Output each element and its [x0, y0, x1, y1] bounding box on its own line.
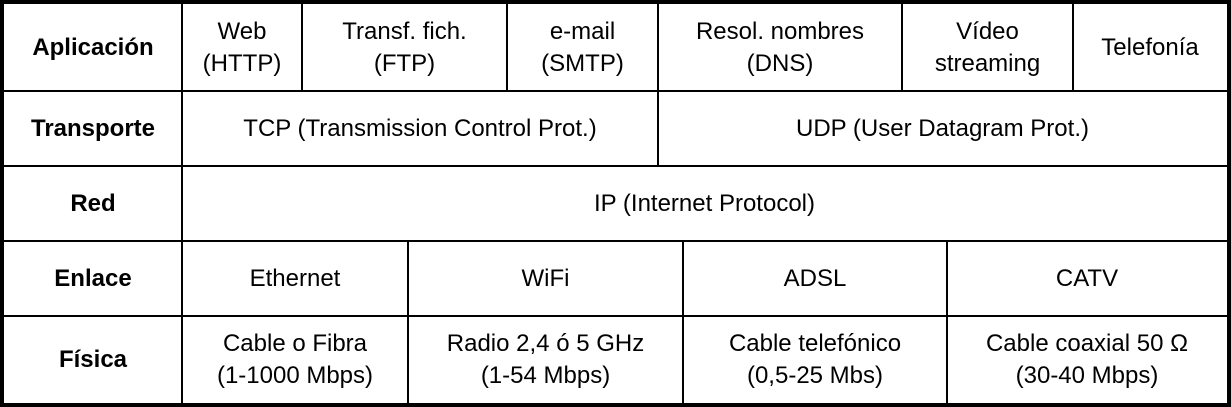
cell-divider-fisica	[682, 316, 684, 403]
protocol-cell-line: Resol. nombres	[695, 17, 865, 45]
layer-name-fisica: Física	[58, 345, 128, 373]
table-border-bottom	[0, 403, 1231, 407]
protocol-cell-line: streaming	[934, 49, 1041, 77]
protocol-cell-aplicacion: Vídeo streaming	[902, 4, 1073, 91]
protocol-cell-line: CATV	[1055, 264, 1119, 292]
protocol-cell-aplicacion: Telefonía	[1073, 4, 1227, 91]
row-divider-transporte	[4, 90, 1227, 92]
protocol-cell-enlace: Ethernet	[182, 241, 408, 316]
row-divider-red	[4, 165, 1227, 167]
layer-name-enlace: Enlace	[54, 264, 132, 292]
name-column-divider-fisica	[181, 316, 183, 403]
cell-divider-enlace	[946, 241, 948, 316]
row-divider-enlace	[4, 240, 1227, 242]
protocol-cell-fisica: Radio 2,4 ó 5 GHz (1-54 Mbps)	[408, 316, 683, 403]
layer-name-red: Red	[70, 189, 116, 217]
name-column-divider-transporte	[181, 91, 183, 166]
protocol-cell-line: IP (Internet Protocol)	[594, 189, 815, 217]
protocol-cell-line: Transf. fich.	[342, 17, 467, 45]
layer-name-aplicacion: Aplicación	[32, 33, 154, 61]
protocol-cell-line: ADSL	[783, 264, 847, 292]
protocol-cell-line: Ethernet	[249, 264, 341, 292]
cell-divider-enlace	[407, 241, 409, 316]
protocol-cell-line: (FTP)	[373, 49, 436, 77]
name-column-divider-aplicacion	[181, 4, 183, 91]
protocol-cell-line: (DNS)	[746, 49, 814, 77]
protocol-cell-line: Web	[217, 17, 267, 45]
protocol-cell-fisica: Cable telefónico (0,5-25 Mbs)	[683, 316, 947, 403]
protocol-cell-line: (1-1000 Mbps)	[216, 361, 374, 389]
protocol-cell-line: (1-54 Mbps)	[480, 361, 611, 389]
cell-divider-fisica	[946, 316, 948, 403]
protocol-cell-line: e-mail	[549, 17, 616, 45]
cell-divider-aplicacion	[506, 4, 508, 91]
protocol-cell-red: IP (Internet Protocol)	[182, 166, 1227, 241]
cell-divider-aplicacion	[301, 4, 303, 91]
table-border-left	[0, 0, 4, 407]
protocol-cell-transporte: UDP (User Datagram Prot.)	[658, 91, 1227, 166]
protocol-cell-enlace: ADSL	[683, 241, 947, 316]
cell-divider-transporte	[657, 91, 659, 166]
protocol-cell-fisica: Cable o Fibra (1-1000 Mbps)	[182, 316, 408, 403]
protocol-cell-line: (0,5-25 Mbs)	[746, 361, 884, 389]
protocol-cell-line: WiFi	[521, 264, 570, 292]
name-column-divider-enlace	[181, 241, 183, 316]
protocol-cell-fisica: Cable coaxial 50 Ω (30-40 Mbps)	[947, 316, 1227, 403]
cell-divider-aplicacion	[1072, 4, 1074, 91]
protocol-cell-line: (HTTP)	[202, 49, 282, 77]
table-border-top	[0, 0, 1231, 4]
protocol-cell-aplicacion: Transf. fich. (FTP)	[302, 4, 507, 91]
protocol-cell-enlace: CATV	[947, 241, 1227, 316]
protocol-cell-line: (SMTP)	[541, 49, 624, 77]
protocol-cell-line: TCP (Transmission Control Prot.)	[243, 114, 597, 142]
protocol-cell-line: Cable o Fibra	[222, 329, 368, 357]
protocol-cell-line: Radio 2,4 ó 5 GHz	[446, 329, 645, 357]
protocol-cell-line: (30-40 Mbps)	[1015, 361, 1159, 389]
name-column-divider-red	[181, 166, 183, 241]
protocol-cell-line: Cable coaxial 50 Ω	[985, 329, 1189, 357]
protocol-cell-enlace: WiFi	[408, 241, 683, 316]
protocol-cell-aplicacion: Resol. nombres (DNS)	[658, 4, 902, 91]
protocol-cell-aplicacion: Web (HTTP)	[182, 4, 302, 91]
cell-divider-enlace	[682, 241, 684, 316]
protocol-cell-aplicacion: e-mail (SMTP)	[507, 4, 658, 91]
cell-divider-aplicacion	[657, 4, 659, 91]
protocol-cell-line: Cable telefónico	[728, 329, 902, 357]
protocol-cell-line: UDP (User Datagram Prot.)	[796, 114, 1089, 142]
protocol-cell-transporte: TCP (Transmission Control Prot.)	[182, 91, 658, 166]
protocol-cell-line: Telefonía	[1101, 33, 1199, 61]
table-border-right	[1227, 0, 1231, 407]
layer-name-transporte: Transporte	[30, 114, 156, 142]
cell-divider-fisica	[407, 316, 409, 403]
row-divider-fisica	[4, 315, 1227, 317]
protocol-cell-line: Vídeo	[956, 17, 1019, 45]
cell-divider-aplicacion	[901, 4, 903, 91]
